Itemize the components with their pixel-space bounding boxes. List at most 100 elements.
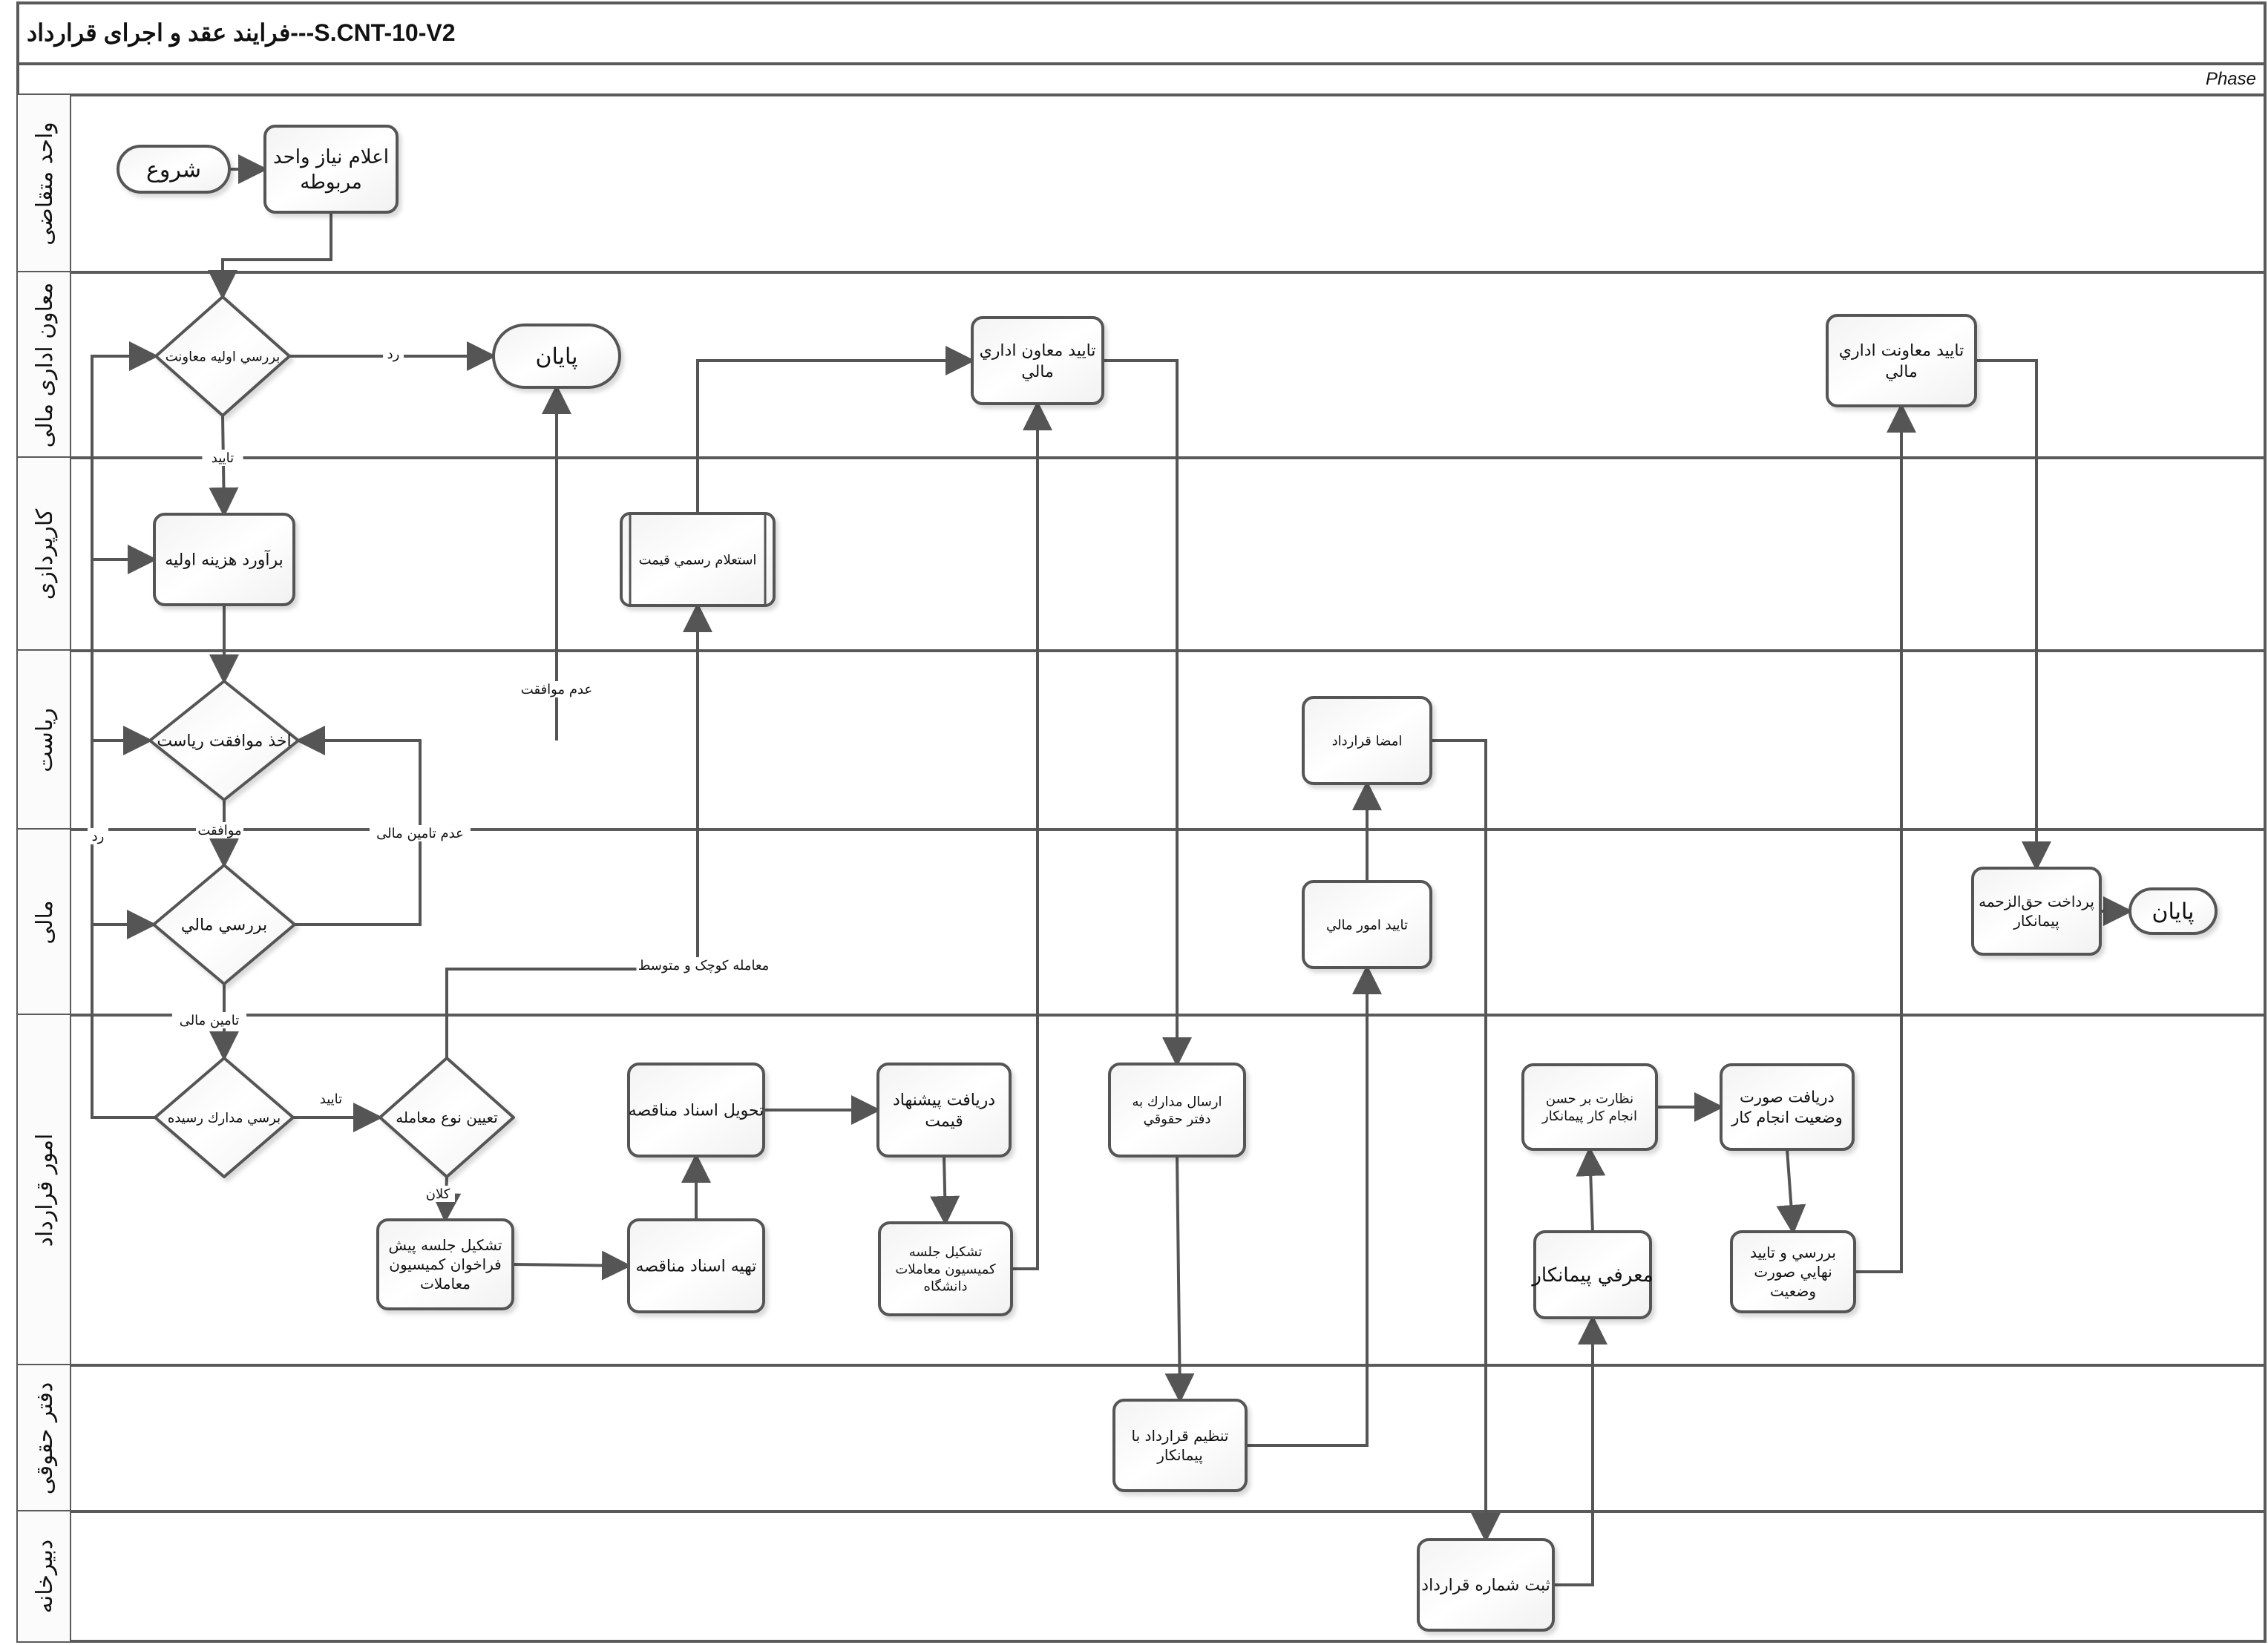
terminal-shape: [492, 324, 621, 389]
node-label: شروع: [146, 157, 201, 183]
node-label: مالي: [1885, 363, 1918, 381]
connector-sendDocs-to-draftContract: [1164, 1155, 1195, 1403]
connector-label-text: موافقت: [197, 823, 241, 838]
connector-label: موافقت: [196, 822, 243, 838]
node-label: تعيين نوع معامله: [396, 1109, 498, 1126]
label-bg: [370, 825, 471, 841]
node-label: دریافت پیشنهاد: [893, 1091, 995, 1109]
connector-label: کلان: [421, 1186, 455, 1202]
node-receiveOffer[interactable]: دریافت پیشنهاد قيمت: [876, 1063, 1012, 1158]
node-label: وضعیت انجام کار: [1731, 1109, 1843, 1126]
node-registerNumber[interactable]: ثبت شماره قرارداد: [1417, 1538, 1555, 1632]
node-introduceContractor[interactable]: معرفي پيمانكار: [1530, 1230, 1654, 1319]
node-end1[interactable]: پایان: [492, 324, 621, 389]
node-start[interactable]: شروع: [117, 145, 231, 194]
node-costEstimate[interactable]: برآورد هزینه اولیه: [153, 513, 295, 606]
lane-l8: دبیرخانه: [18, 1511, 70, 1641]
label-bg: [172, 1012, 246, 1028]
label-bg: [383, 346, 404, 362]
nodes: شروع اعلام نیاز واحد مربوطه بررسي اوليه معا…: [117, 125, 2218, 1632]
node-label: بررسي و تاييد: [1750, 1244, 1836, 1262]
diagram-title: فرایند عقد و اجرای قرارداد---S.CNT-10-V2: [27, 19, 456, 47]
node-supervise[interactable]: نظارت بر حسن انجام کار پیمانکار: [1521, 1063, 1658, 1151]
process-box: [627, 1218, 765, 1313]
connector-deputyApprove1-to-sendDocs: [1103, 359, 1192, 1067]
process-box: [1971, 867, 2102, 956]
node-priceInquiry[interactable]: استعلام رسمي قيمت: [620, 512, 776, 607]
lane-l7: دفتر حقوقی: [18, 1365, 2265, 1513]
process-box: [971, 316, 1104, 405]
node-initialReview[interactable]: بررسي اوليه معاونت: [154, 295, 291, 417]
node-prepareTender[interactable]: تهیه اسناد مناقصه: [627, 1218, 765, 1313]
node-receiveStatement[interactable]: دریافت صورت وضعیت انجام کار: [1720, 1063, 1855, 1151]
connector-label-text: عدم موافقت: [521, 682, 592, 697]
connector-draftContract-to-financeApprove: [1246, 965, 1382, 1447]
node-financeApprove[interactable]: تایید امور مالي: [1302, 880, 1432, 969]
node-label: انجام کار پیمانکار: [1541, 1109, 1637, 1124]
connector-docsReview-to-initialReview: [91, 341, 159, 1119]
node-label: کمیسیون معاملات: [895, 1261, 996, 1277]
lane-label: معاون اداری مالی: [32, 283, 58, 448]
node-deliverTender[interactable]: تحويل اسناد مناقصه: [627, 1063, 765, 1158]
connector-label-text: تایید: [320, 1091, 342, 1107]
decision-diamond: [378, 1057, 515, 1178]
node-label: تنظیم قرارداد با: [1132, 1427, 1229, 1445]
node-label: استعلام رسمي قيمت: [639, 552, 757, 568]
connector-label-text: عدم تامین مالی: [376, 826, 464, 841]
lane-header-bg: [18, 1511, 70, 1641]
lane-header-bg: [18, 1015, 70, 1365]
node-label: تایید امور مالي: [1326, 917, 1408, 933]
connector-label: عدم تامین مالی: [370, 825, 471, 841]
node-financialReview[interactable]: بررسي مالي: [152, 864, 296, 985]
node-label: وضعيت: [1770, 1282, 1816, 1300]
process-box: [153, 513, 295, 606]
node-end2[interactable]: پایان: [2128, 887, 2218, 935]
process-box: [627, 1063, 765, 1158]
node-label: برسي مدارك رسيده: [168, 1110, 281, 1126]
node-label: قيمت: [925, 1112, 963, 1131]
decision-diamond: [148, 680, 300, 801]
node-label: اخذ موافقت ریاست: [157, 732, 291, 751]
node-label: دانشگاه: [924, 1278, 968, 1295]
connector-label: تایید: [310, 1091, 352, 1107]
connector-need-to-initialReview: [208, 212, 332, 300]
lane-label: واحد متقاضی: [32, 122, 58, 246]
process-box: [1826, 314, 1977, 407]
node-label: نظارت بر حسن: [1546, 1091, 1633, 1107]
node-need[interactable]: اعلام نیاز واحد مربوطه: [263, 125, 399, 214]
node-presidentApproval[interactable]: اخذ موافقت ریاست: [148, 680, 300, 801]
node-signContract[interactable]: امضا قرارداد: [1302, 696, 1432, 785]
connector-label-text: رد: [387, 347, 400, 362]
phase-label: Phase: [2206, 69, 2256, 89]
lane-header-bg: [18, 651, 70, 830]
node-label: مربوطه: [300, 171, 362, 194]
node-dealType[interactable]: تعيين نوع معامله: [378, 1057, 515, 1178]
node-label: ارسال مدارك به: [1132, 1094, 1222, 1110]
terminal-shape: [2128, 887, 2218, 935]
node-label: پایان: [2151, 899, 2194, 925]
connector-commissionMeeting-to-deputyApprove1: [1012, 401, 1052, 1270]
connector-receiveOffer-to-commissionMeeting: [930, 1155, 960, 1226]
node-label: دریافت صورت: [1740, 1089, 1835, 1106]
connector-label: رد: [383, 346, 404, 362]
connector-receiveStatement-to-finalReview: [1776, 1149, 1806, 1235]
node-label: تحويل اسناد مناقصه: [629, 1102, 764, 1120]
lane-l3: کارپردازی: [18, 458, 2265, 652]
process-box: [263, 125, 399, 214]
lane-label: ریاست: [32, 708, 58, 772]
connector-label-text: معامله کوچک و متوسط: [638, 958, 770, 973]
connector-preMeeting-to-prepareTender: [512, 1250, 632, 1281]
node-label: اعلام نیاز واحد: [273, 146, 389, 168]
connector-return-financialReview: [91, 910, 157, 942]
decision-diamond: [152, 864, 296, 985]
node-docsReview[interactable]: برسي مدارك رسيده: [154, 1057, 295, 1178]
